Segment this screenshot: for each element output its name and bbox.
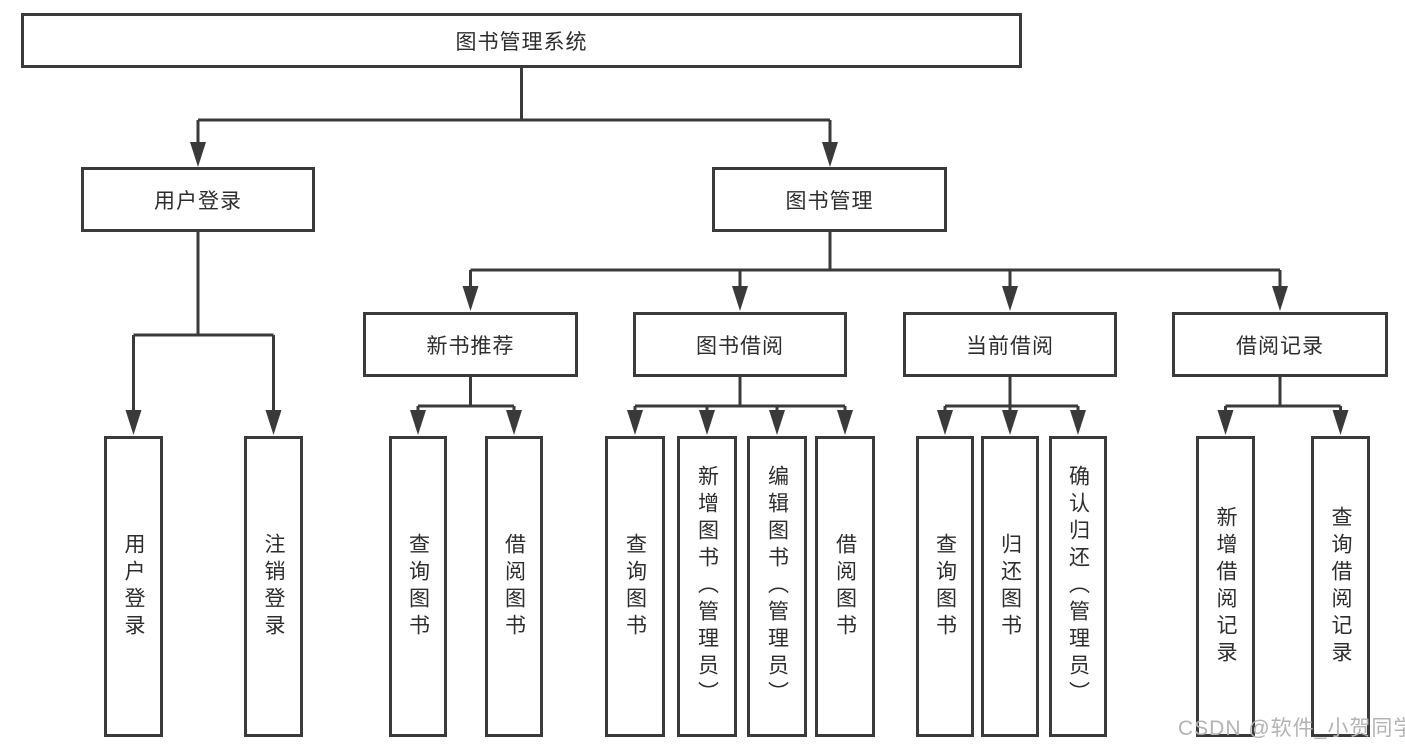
leaf-borrow-books-borrowing-label: 借阅图书: [833, 532, 857, 641]
arrowhead: [1002, 410, 1018, 435]
node-user-login: 用户登录: [81, 167, 315, 232]
node-new-book-recommend: 新书推荐: [363, 312, 578, 377]
arrowhead: [1332, 410, 1349, 435]
node-book-management-label: 图书管理: [785, 189, 874, 213]
node-borrow-records-label: 借阅记录: [1236, 334, 1324, 358]
leaf-confirm-return-admin: 确认归还（管理员）: [1049, 436, 1107, 737]
leaf-logout: 注销登录: [244, 436, 303, 737]
node-book-management: 图书管理: [712, 167, 947, 232]
node-root-label: 图书管理系统: [455, 30, 588, 54]
arrowhead: [1070, 410, 1086, 435]
leaf-add-book-admin-label: 新增图书（管理员）: [695, 465, 719, 708]
arrowhead: [837, 410, 853, 435]
leaf-user-login-label: 用户登录: [122, 532, 145, 641]
leaf-add-book-admin: 新增图书（管理员）: [677, 436, 737, 737]
leaf-borrow-books-recommend: 借阅图书: [485, 436, 543, 737]
arrowhead: [410, 410, 426, 435]
node-book-borrowing-label: 图书借阅: [696, 334, 784, 358]
node-root: 图书管理系统: [21, 13, 1022, 68]
leaf-return-books-label: 归还图书: [998, 532, 1022, 641]
arrowhead: [506, 410, 522, 435]
leaf-query-borrow-record: 查询借阅记录: [1311, 436, 1370, 737]
arrowhead: [769, 410, 785, 435]
leaf-confirm-return-admin-label: 确认归还（管理员）: [1066, 465, 1090, 708]
arrowhead: [937, 410, 953, 435]
connector-records-to-leaves: [1224, 377, 1342, 412]
leaf-borrow-books-recommend-label: 借阅图书: [502, 532, 526, 641]
watermark: CSDN @软件_小贺同学: [1178, 717, 1405, 740]
connector-bookmgmt-to-level3: [469, 232, 1282, 288]
connector-newbooks-to-leaves: [416, 377, 516, 412]
leaf-query-books-current-label: 查询图书: [933, 532, 957, 641]
node-user-login-label: 用户登录: [154, 189, 242, 213]
leaf-borrow-books-borrowing: 借阅图书: [815, 436, 875, 737]
leaf-return-books: 归还图书: [981, 436, 1039, 737]
arrowhead: [265, 410, 282, 435]
connector-userlogin-to-leaves: [132, 232, 275, 412]
arrowhead: [125, 410, 142, 435]
arrowhead: [462, 286, 479, 311]
arrowhead: [1002, 286, 1018, 311]
leaf-logout-label: 注销登录: [262, 532, 285, 641]
arrowhead: [627, 410, 643, 435]
leaf-query-books-borrowing: 查询图书: [605, 436, 665, 737]
node-current-borrowing: 当前借阅: [903, 312, 1117, 377]
arrowhead: [822, 142, 838, 167]
leaf-user-login: 用户登录: [104, 436, 163, 737]
connector-currentborrow-to-leaves: [943, 377, 1080, 412]
leaf-add-borrow-record-label: 新增借阅记录: [1214, 505, 1237, 668]
connector-bookborrow-to-leaves: [633, 377, 847, 412]
node-book-borrowing: 图书借阅: [633, 312, 847, 377]
arrowhead: [732, 286, 748, 311]
arrowhead: [1272, 286, 1288, 311]
connector-root-to-level2: [196, 68, 832, 144]
leaf-query-books-recommend: 查询图书: [389, 436, 447, 737]
leaf-query-borrow-record-label: 查询借阅记录: [1329, 505, 1352, 668]
leaf-edit-book-admin-label: 编辑图书（管理员）: [765, 465, 789, 708]
leaf-add-borrow-record: 新增借阅记录: [1196, 436, 1255, 737]
node-current-borrowing-label: 当前借阅: [966, 334, 1054, 358]
arrowhead: [190, 142, 206, 167]
arrowhead: [699, 410, 715, 435]
leaf-query-books-borrowing-label: 查询图书: [623, 532, 647, 641]
leaf-query-books-current: 查询图书: [916, 436, 974, 737]
leaf-edit-book-admin: 编辑图书（管理员）: [747, 436, 807, 737]
node-borrow-records: 借阅记录: [1172, 312, 1388, 377]
leaf-query-books-recommend-label: 查询图书: [406, 532, 430, 641]
arrowhead: [1217, 410, 1234, 435]
node-new-book-recommend-label: 新书推荐: [426, 334, 515, 358]
